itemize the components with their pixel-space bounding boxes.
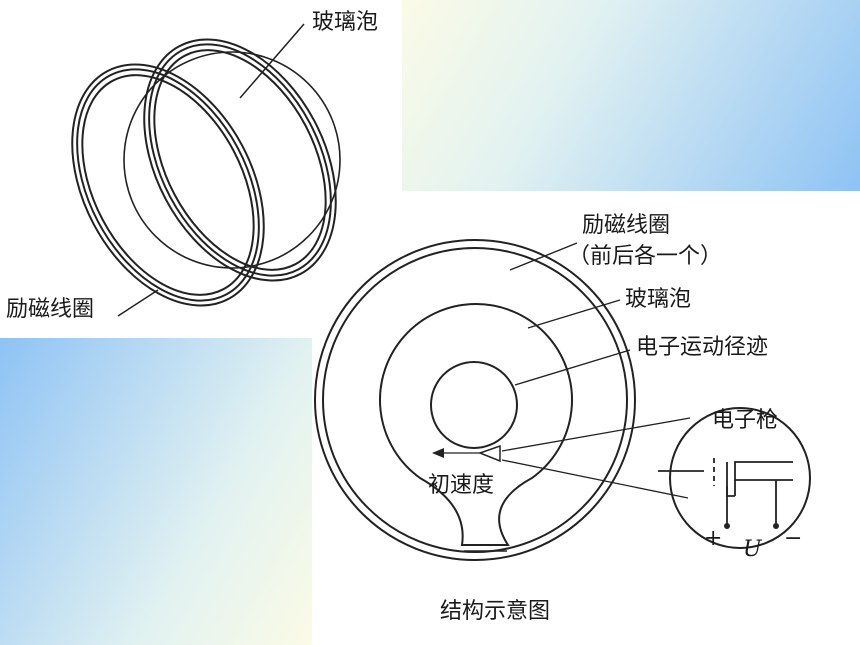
coil-figure [71, 23, 341, 317]
inner-coil-circle [322, 247, 628, 553]
electron-gun-schematic [658, 458, 793, 526]
structure-coil-label: 励磁线圈 [582, 213, 670, 238]
front-coil-ring [71, 63, 265, 307]
coil-figure-glass-bulb-label: 玻璃泡 [312, 10, 378, 35]
structure-glass-bulb-label: 玻璃泡 [625, 287, 691, 312]
coil-figure-coil-label: 励磁线圈 [6, 297, 94, 322]
coil-leader-line-right [509, 242, 578, 271]
initial-velocity-label: 初速度 [428, 473, 494, 498]
figure-caption: 结构示意图 [440, 599, 550, 624]
coil-figure-panel-extension [312, 0, 402, 191]
gradient-background-bottom [0, 338, 312, 645]
negative-terminal [773, 523, 779, 529]
bulb-leader-line-right [527, 299, 621, 329]
outer-coil-circle [314, 239, 636, 561]
minus-sign-label: − [784, 526, 802, 551]
rear-coil-ring [143, 38, 337, 282]
electron-trajectory-label: 电子运动径迹 [636, 335, 768, 360]
electron-gun-small-icon [477, 444, 501, 463]
magnifier-line-lower [501, 459, 689, 499]
structure-coil-note: （前后各一个） [568, 244, 722, 269]
glass-bulb-sphere [123, 51, 341, 269]
electron-gun-label: 电子枪 [712, 408, 778, 433]
positive-terminal [724, 523, 730, 529]
electron-trajectory-circle [430, 361, 518, 449]
electron-gun-magnified-circle [669, 407, 811, 549]
magnifier-line-upper [501, 417, 691, 452]
glass-bulb-leader-line [239, 23, 305, 99]
glass-bulb-outline [379, 303, 573, 546]
coil-leader-line [117, 289, 159, 317]
structure-figure [314, 239, 811, 561]
voltage-label: U [743, 537, 763, 562]
plus-sign-label: + [704, 526, 722, 551]
gradient-background-top [402, 0, 860, 191]
trajectory-leader-line [514, 349, 631, 386]
